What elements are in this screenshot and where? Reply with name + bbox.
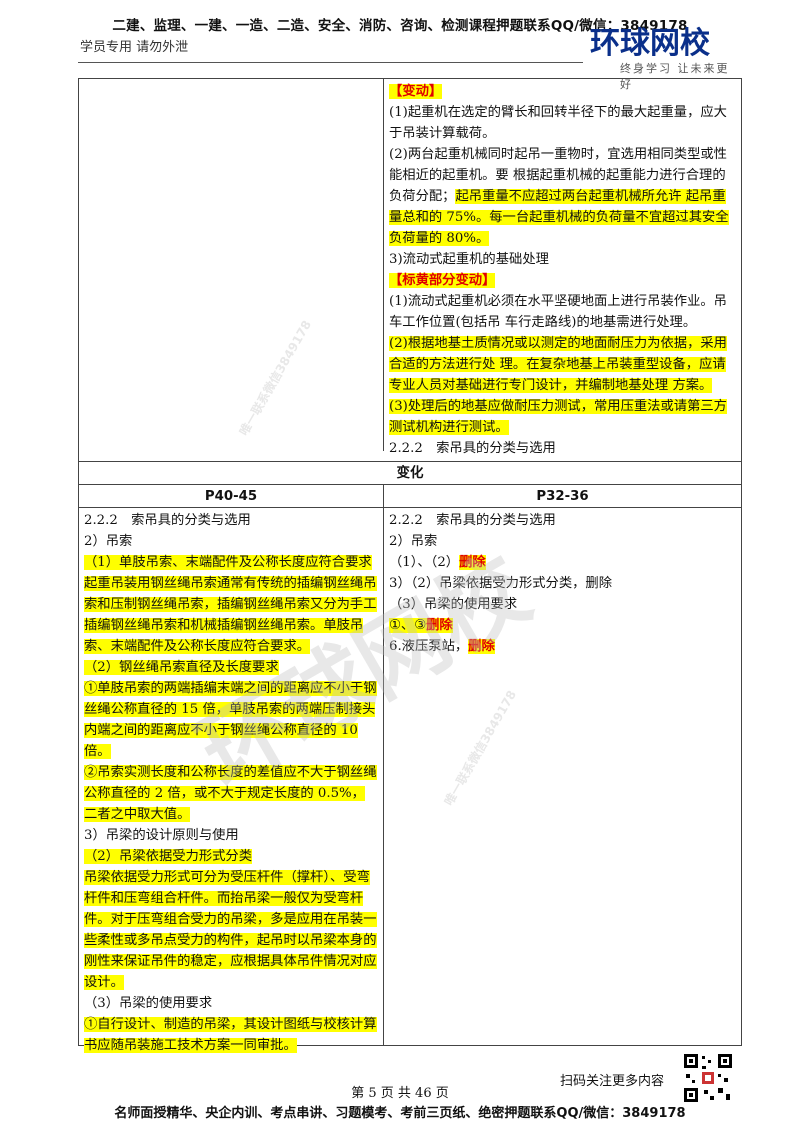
paragraph: 3）吊梁的设计原则与使用 <box>84 828 239 843</box>
paragraph: 2.2.2 索吊具的分类与选用 <box>84 513 251 528</box>
brand-logo: 环球网校 终身学习 让未来更好 <box>590 26 740 92</box>
top-left-cell <box>79 79 384 451</box>
body-left-cell: 2.2.2 索吊具的分类与选用 2）吊索 （1）单肢吊索、末端配件及公称长度应符… <box>79 508 384 1053</box>
column-header-row: P40-45 P32-36 <box>79 484 741 507</box>
top-row: 【变动】 (1)起重机在选定的臂长和回转半径下的最大起重量，应大于吊装计算载荷。… <box>79 79 741 461</box>
header-divider <box>78 62 583 63</box>
delete-tag: 删除 <box>468 639 495 654</box>
paragraph: （1）单肢吊索、末端配件及公称长度应符合要求 <box>84 555 372 570</box>
paragraph: (1)流动式起重机必须在水平坚硬地面上进行吊装作业。吊车工作位置(包括吊 车行走… <box>389 294 727 330</box>
paragraph: (2)根据地基土质情况或以测定的地面耐压力为依据，采用合适的方法进行处 理。在复… <box>389 336 727 393</box>
column-header-left: P40-45 <box>79 485 384 507</box>
column-header-right: P32-36 <box>536 489 589 504</box>
logo-text: 环球网校 <box>590 26 710 61</box>
paragraph: ①单肢吊索的两端插编末端之间的距离应不小于钢丝绳公称直径的 15 倍，单肢吊索的… <box>84 681 377 759</box>
paragraph: （3）吊梁的使用要求 <box>84 996 213 1011</box>
paragraph: 2.2.2 索吊具的分类与选用 <box>389 513 556 528</box>
header-note: 学员专用 请勿外泄 <box>80 40 189 55</box>
content-table: 【变动】 (1)起重机在选定的臂长和回转半径下的最大起重量，应大于吊装计算载荷。… <box>78 78 742 1053</box>
paragraph: 吊梁依据受力形式可分为受压杆件（撑杆）、受弯杆件和压弯组合杆件。而抬吊梁一般仅为… <box>84 870 377 990</box>
paragraph: 2）吊索 <box>84 534 133 549</box>
paragraph: (3)处理后的地基应做耐压力测试，常用压重法或请第三方测试机构进行测试。 <box>389 399 727 435</box>
top-right-cell: 【变动】 (1)起重机在选定的臂长和回转半径下的最大起重量，应大于吊装计算载荷。… <box>384 79 741 461</box>
paragraph: （2）钢丝绳吊索直径及长度要求 <box>84 660 279 675</box>
paragraph: （3）吊梁的使用要求 <box>389 597 518 612</box>
paragraph: (1)起重机在选定的臂长和回转半径下的最大起重量，应大于吊装计算载荷。 <box>389 105 727 141</box>
paragraph: 3）（2）吊梁依据受力形式分类，删除 <box>389 576 613 591</box>
logo-tagline: 终身学习 让未来更好 <box>620 62 730 91</box>
paragraph: ①自行设计、制造的吊梁，其设计图纸与校核计算书应随吊装施工技术方案一同审批。 <box>84 1017 377 1053</box>
paragraph: （2）吊梁依据受力形式分类 <box>84 849 253 864</box>
change-tag: 【变动】 <box>389 84 443 99</box>
change-tag: 【标黄部分变动】 <box>389 273 496 288</box>
scan-prompt: 扫码关注更多内容 <box>560 1074 665 1089</box>
body-right-cell: 2.2.2 索吊具的分类与选用 2）吊索 （1）、（2）删除 3）（2）吊梁依据… <box>384 508 741 1045</box>
delete-tag: 删除 <box>459 555 486 570</box>
delete-tag: 删除 <box>426 618 453 633</box>
paragraph: (2)两台起重机械同时起吊一重物时，宜选用相同类型或性能相近的起重机。要 根据起… <box>389 147 729 246</box>
paragraph: 6.液压泵站，删除 <box>389 639 495 654</box>
footer-banner: 名师面授精华、央企内训、考点串讲、习题模考、考前三页纸、绝密押题联系QQ/微信：… <box>114 1106 686 1121</box>
paragraph: 2）吊索 <box>389 534 438 549</box>
body-row: 2.2.2 索吊具的分类与选用 2）吊索 （1）单肢吊索、末端配件及公称长度应符… <box>79 507 741 1053</box>
page-number: 第 5 页 共 46 页 <box>351 1086 449 1101</box>
paragraph: ①、③删除 <box>389 618 453 633</box>
header-banner: 二建、监理、一建、一造、二造、安全、消防、咨询、检测课程押题联系QQ/微信：38… <box>112 18 688 34</box>
paragraph: ②吊索实测长度和公称长度的差值应不大于钢丝绳公称直径的 2 倍，或不大于规定长度… <box>84 765 377 822</box>
paragraph: 起重吊装用钢丝绳吊索通常有传统的插编钢丝绳吊索和压制钢丝绳吊索，插编钢丝绳吊索又… <box>84 576 377 654</box>
qr-code-icon <box>682 1052 734 1104</box>
section-title: 变化 <box>79 461 741 484</box>
paragraph: 3)流动式起重机的基础处理 <box>389 252 549 267</box>
paragraph: 2.2.2 索吊具的分类与选用 <box>389 441 556 456</box>
paragraph: （1）、（2）删除 <box>389 555 486 570</box>
